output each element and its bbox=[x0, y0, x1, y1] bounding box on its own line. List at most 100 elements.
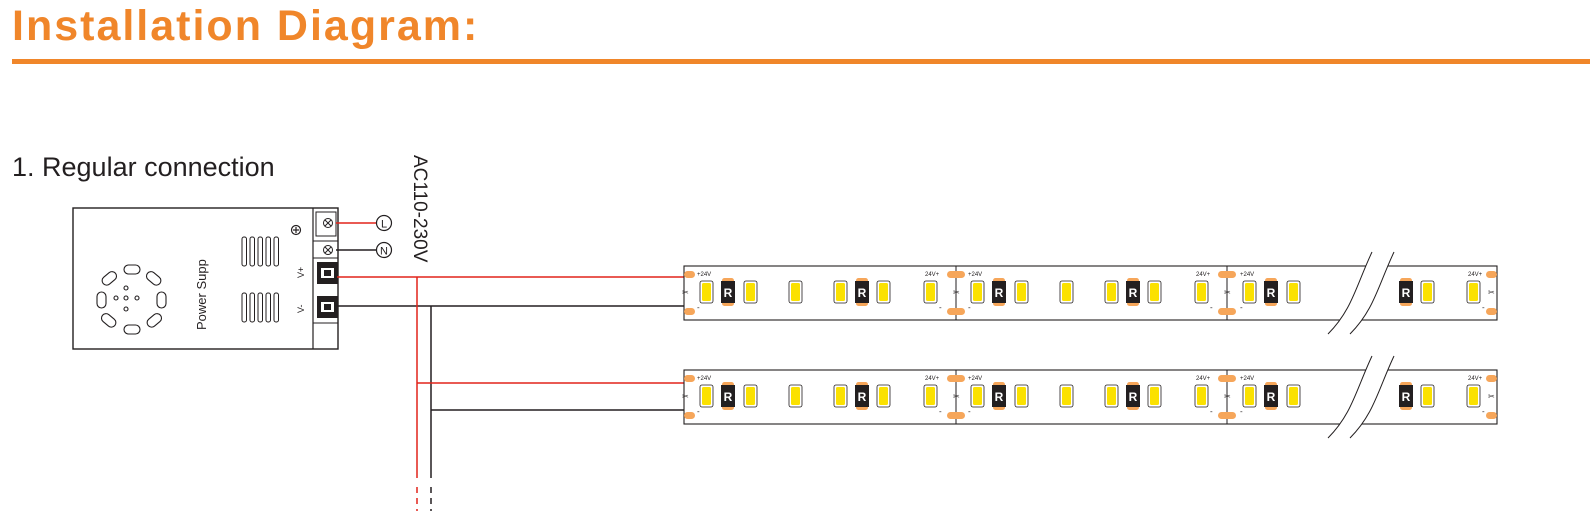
minus-label: - bbox=[1210, 303, 1213, 312]
minus-label: - bbox=[1210, 407, 1213, 416]
led-emitter bbox=[1107, 283, 1116, 301]
solder-pad bbox=[947, 412, 965, 419]
break-line bbox=[1349, 251, 1395, 335]
solder-pad bbox=[1486, 412, 1497, 419]
led-emitter bbox=[1469, 283, 1478, 301]
led-emitter bbox=[879, 387, 888, 405]
led-emitter bbox=[702, 283, 711, 301]
voltage-24v-label: 24V+ bbox=[1468, 376, 1483, 382]
scissors-icon: ✂ bbox=[682, 392, 689, 401]
plus-24v-label: +24V bbox=[1240, 272, 1254, 278]
led-emitter bbox=[791, 283, 800, 301]
power-supply: Power Supp V+ V- bbox=[72, 207, 339, 350]
led-emitter bbox=[1423, 283, 1432, 301]
resistor bbox=[992, 385, 1006, 407]
plus-24v-label: +24V bbox=[1240, 376, 1254, 382]
led-emitter bbox=[1150, 283, 1159, 301]
voltage-24v-label: 24V+ bbox=[1196, 272, 1211, 278]
voltage-24v-label: 24V+ bbox=[1196, 376, 1211, 382]
resistor-label: R bbox=[1129, 390, 1138, 404]
led-emitter bbox=[836, 283, 845, 301]
negative-terminal-label: V- bbox=[296, 304, 306, 313]
solder-pad bbox=[1486, 375, 1497, 382]
minus-label: - bbox=[968, 303, 971, 312]
led-emitter bbox=[1017, 283, 1026, 301]
solder-pad bbox=[1218, 412, 1236, 419]
power-supply-body bbox=[72, 207, 339, 350]
live-terminal-icon bbox=[375, 214, 393, 232]
terminal-block bbox=[312, 208, 338, 349]
break-line bbox=[1349, 355, 1395, 439]
led-emitter bbox=[1245, 283, 1254, 301]
solder-pad bbox=[947, 271, 965, 278]
led-emitter bbox=[1245, 387, 1254, 405]
solder-pad bbox=[684, 412, 695, 419]
minus-label: - bbox=[1240, 407, 1243, 416]
resistor bbox=[721, 281, 735, 303]
ac-input: L N AC110-230V bbox=[336, 155, 430, 263]
plus-24v-label: +24V bbox=[697, 376, 711, 382]
ground-icon bbox=[290, 224, 302, 236]
plus-24v-label: +24V bbox=[968, 376, 982, 382]
voltage-24v-label: 24V+ bbox=[1468, 272, 1483, 278]
solder-pad bbox=[1218, 375, 1236, 382]
resistor bbox=[1399, 385, 1413, 407]
scissors-icon: ✂ bbox=[1224, 288, 1231, 297]
resistor-label: R bbox=[858, 286, 867, 300]
led-emitter bbox=[1289, 387, 1298, 405]
resistor bbox=[1126, 281, 1140, 303]
scissors-icon: ✂ bbox=[1488, 392, 1495, 401]
resistor-label: R bbox=[724, 286, 733, 300]
section-title: 1. Regular connection bbox=[12, 152, 275, 182]
led-emitter bbox=[973, 387, 982, 405]
led-emitter bbox=[746, 387, 755, 405]
led-emitter bbox=[836, 387, 845, 405]
voltage-24v-label: 24V+ bbox=[925, 376, 940, 382]
strip-break bbox=[1327, 355, 1395, 439]
strip-break bbox=[1327, 251, 1395, 335]
screw-terminal-icon bbox=[323, 245, 333, 255]
break-line bbox=[1327, 355, 1373, 439]
scissors-icon: ✂ bbox=[953, 392, 960, 401]
led-emitter bbox=[1150, 387, 1159, 405]
minus-label: - bbox=[697, 303, 700, 312]
solder-pad bbox=[684, 308, 695, 315]
wiring bbox=[337, 276, 690, 511]
led-emitter bbox=[1017, 387, 1026, 405]
led-emitter bbox=[1062, 283, 1071, 301]
positive-terminal-label: V+ bbox=[296, 267, 306, 278]
resistor-label: R bbox=[1267, 286, 1276, 300]
resistor-label: R bbox=[724, 390, 733, 404]
led-emitter bbox=[746, 283, 755, 301]
input-voltage-label: AC110-230V bbox=[409, 155, 430, 263]
solder-pad bbox=[1218, 308, 1236, 315]
resistor bbox=[1264, 281, 1278, 303]
resistor bbox=[992, 281, 1006, 303]
led-emitter bbox=[1197, 387, 1206, 405]
resistor-label: R bbox=[1129, 286, 1138, 300]
break-line bbox=[1327, 251, 1373, 335]
led-emitter bbox=[1107, 387, 1116, 405]
scissors-icon: ✂ bbox=[682, 288, 689, 297]
resistor-label: R bbox=[1402, 390, 1411, 404]
power-supply-label: Power Supp bbox=[194, 259, 209, 330]
resistor-label: R bbox=[1267, 390, 1276, 404]
solder-pad bbox=[1218, 271, 1236, 278]
live-terminal-label: L bbox=[381, 219, 387, 231]
title-underline bbox=[12, 59, 1590, 64]
minus-label: - bbox=[697, 407, 700, 416]
resistor bbox=[1126, 385, 1140, 407]
led-emitter bbox=[791, 387, 800, 405]
solder-pad bbox=[947, 308, 965, 315]
resistor bbox=[721, 385, 735, 407]
resistor-label: R bbox=[995, 286, 1004, 300]
minus-label: - bbox=[968, 407, 971, 416]
scissors-icon: ✂ bbox=[1488, 288, 1495, 297]
fan-icon bbox=[96, 264, 167, 335]
resistor bbox=[855, 281, 869, 303]
resistor-label: R bbox=[1402, 286, 1411, 300]
led-emitter bbox=[926, 283, 935, 301]
resistor-label: R bbox=[858, 390, 867, 404]
